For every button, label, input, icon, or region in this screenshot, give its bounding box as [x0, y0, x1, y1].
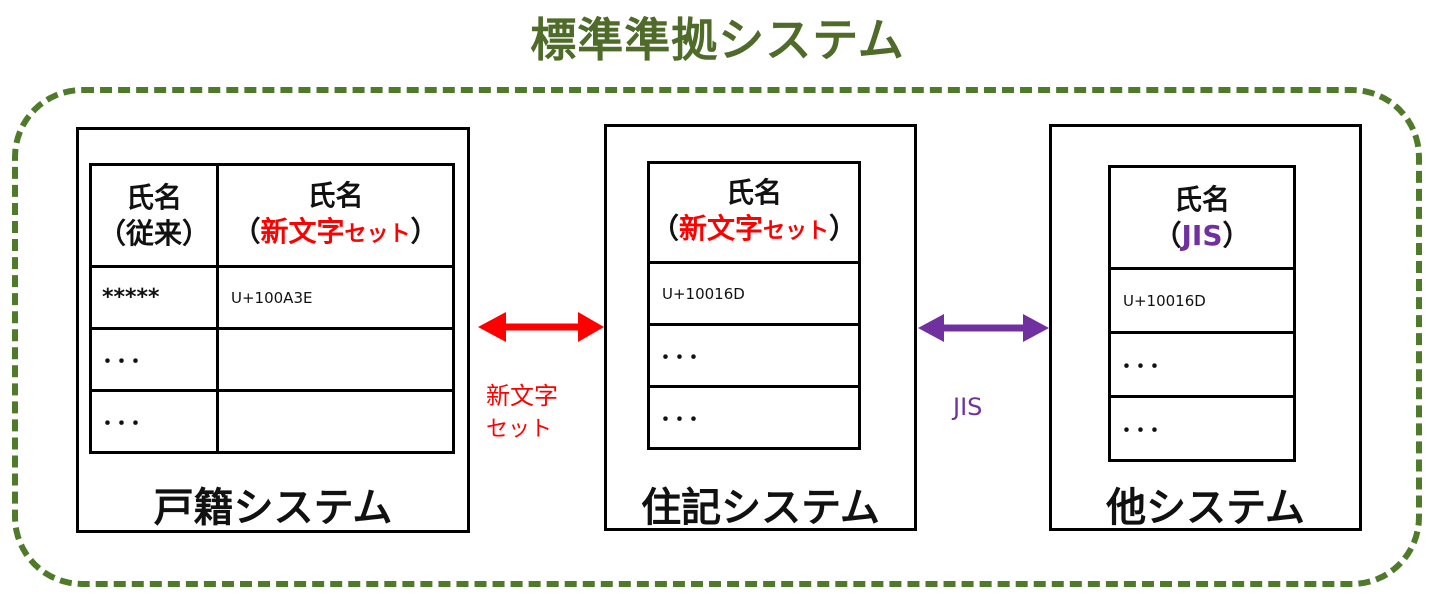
diagram-title: 標準準拠システム — [530, 13, 905, 67]
new-charset-link-label: 新文字 セット — [486, 379, 558, 447]
table-cell — [216, 327, 455, 392]
table-cell: U+100A3E — [216, 265, 455, 330]
header-text: （従来） — [97, 216, 210, 250]
standard-compliant-boundary — [12, 87, 1422, 587]
juki-system-label: 住記システム — [641, 485, 880, 531]
other-system-box: 氏名 （JIS） U+10016D ･･･ ･･･ 他システム — [1049, 124, 1362, 531]
link-label-line: 新文字 — [486, 382, 558, 410]
koseki-header-conventional: 氏名 （従来） — [89, 163, 219, 268]
koseki-table: 氏名 （従来） 氏名 （新文字セット） ***** U+100A3E ･･･ ･… — [89, 163, 455, 454]
header-charset-line: （JIS） — [1111, 218, 1293, 254]
new-charset-arrow — [478, 312, 604, 342]
charset-name: 新文字 — [260, 215, 345, 248]
table-cell: ***** — [89, 265, 219, 330]
table-cell: ･･･ — [89, 327, 219, 392]
link-label-line: セット — [486, 417, 553, 442]
juki-system-box: 氏名 （新文字セット） U+10016D ･･･ ･･･ 住記システム — [604, 124, 917, 531]
table-cell: U+10016D — [647, 261, 861, 326]
table-cell: ･･･ — [647, 323, 861, 388]
juki-table: 氏名 （新文字セット） U+10016D ･･･ ･･･ — [647, 161, 861, 450]
header-text: 氏名 — [725, 176, 782, 209]
header-charset-line: （新文字セット） — [650, 211, 858, 250]
header-text: 氏名 — [125, 180, 182, 214]
juki-header: 氏名 （新文字セット） — [647, 161, 861, 264]
charset-name-suffix: セット — [344, 222, 411, 247]
charset-name: JIS — [1181, 218, 1223, 252]
table-cell — [216, 389, 455, 454]
paren-close: ） — [1222, 218, 1251, 252]
table-cell: U+10016D — [1108, 267, 1296, 334]
header-charset-line: （新文字セット） — [219, 214, 452, 253]
paren-close: ） — [829, 212, 858, 245]
paren-close: ） — [410, 215, 439, 248]
jis-link-label: JIS — [953, 393, 983, 421]
koseki-system-label: 戸籍システム — [153, 485, 393, 531]
table-cell: ･･･ — [89, 389, 219, 454]
paren-open: （ — [650, 212, 679, 245]
koseki-system-box: 氏名 （従来） 氏名 （新文字セット） ***** U+100A3E ･･･ ･… — [76, 127, 470, 533]
other-system-label: 他システム — [1106, 485, 1305, 531]
charset-name: 新文字 — [678, 212, 763, 245]
header-text: 氏名 — [1173, 182, 1230, 216]
paren-open: （ — [1153, 218, 1182, 252]
koseki-header-new-charset: 氏名 （新文字セット） — [216, 163, 455, 268]
table-cell: ･･･ — [1108, 331, 1296, 398]
jis-arrow — [918, 314, 1049, 342]
charset-name-suffix: セット — [763, 219, 830, 244]
header-text: 氏名 — [307, 179, 364, 212]
other-table: 氏名 （JIS） U+10016D ･･･ ･･･ — [1108, 165, 1296, 462]
paren-open: （ — [232, 215, 261, 248]
other-header: 氏名 （JIS） — [1108, 165, 1296, 270]
table-cell: ･･･ — [1108, 395, 1296, 462]
table-cell: ･･･ — [647, 385, 861, 450]
